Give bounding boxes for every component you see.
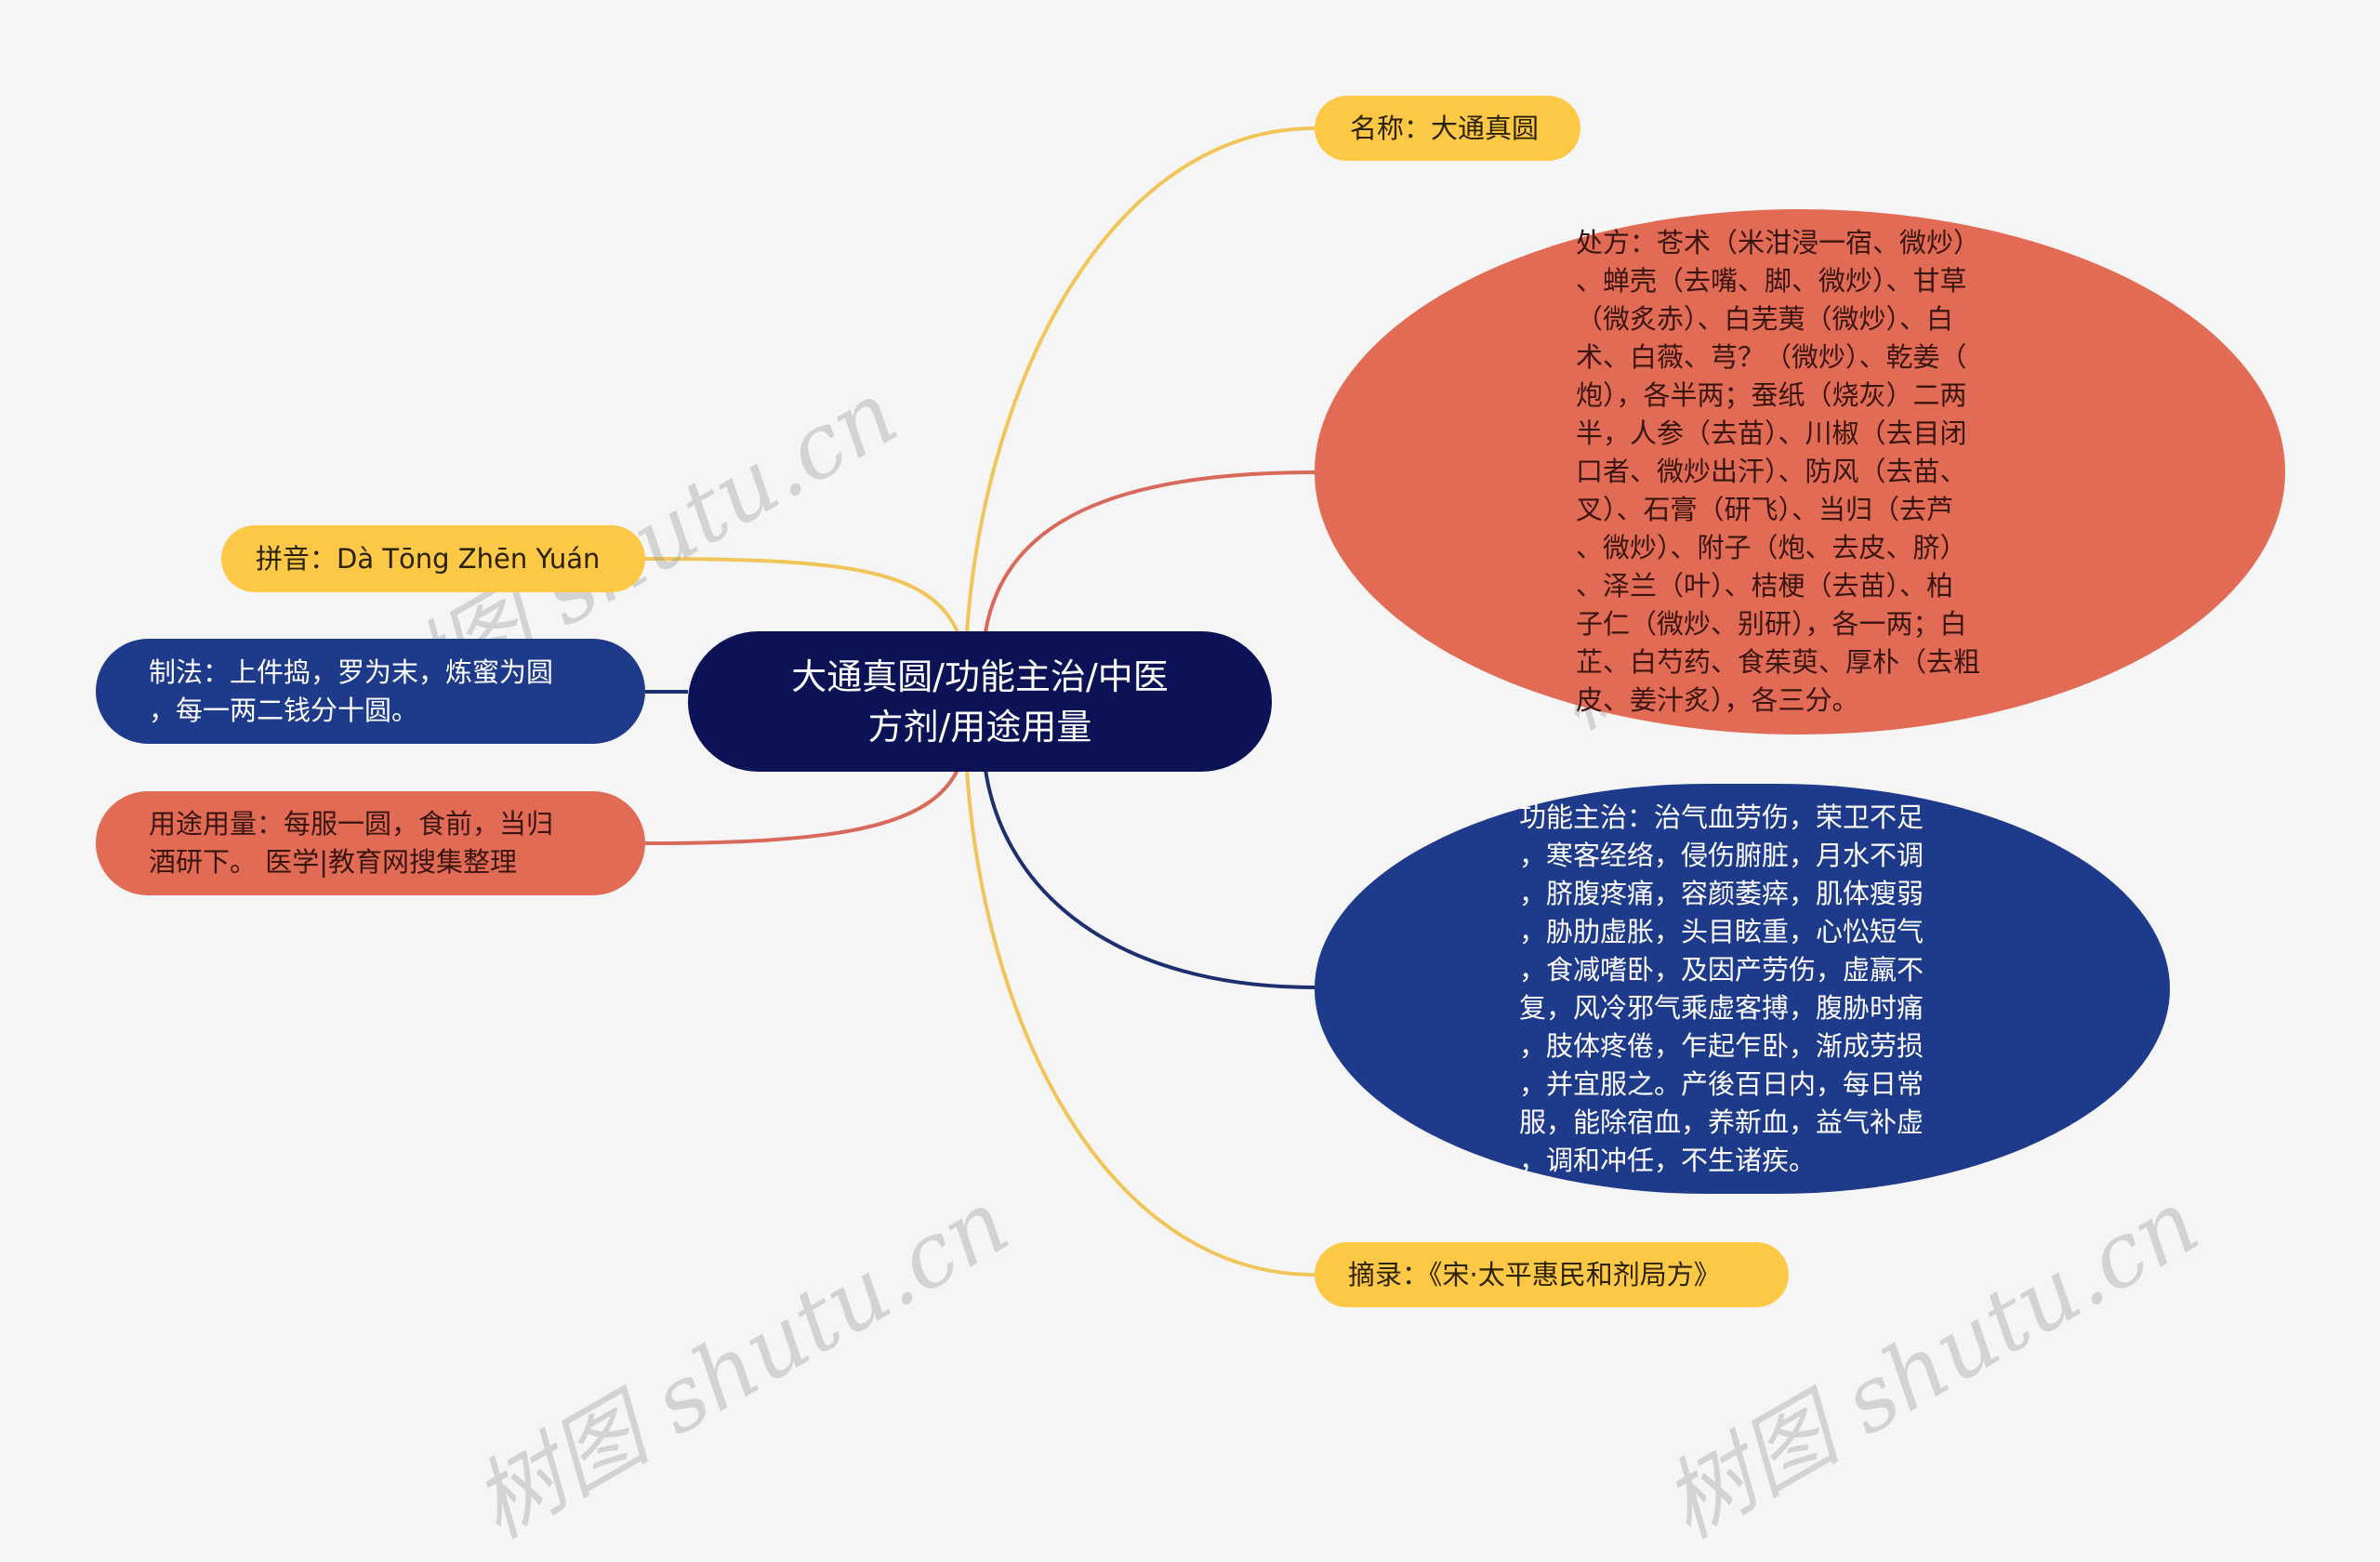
node-pinyin-label: 拼音：Dà Tōng Zhēn Yuán [256,542,601,575]
node-usage[interactable]: 用途用量：每服一圆，食前，当归 酒研下。 医学|教育网搜集整理 [96,791,645,895]
link-prescription [984,470,1316,633]
link-function [984,769,1316,989]
node-function[interactable]: 功能主治：治气血劳伤，荣卫不足 ，寒客经络，侵伤腑脏，月水不调 ，脐腹疼痛，容颜… [1315,784,2170,1194]
link-name [965,126,1316,633]
node-prescription[interactable]: 处方：苍术（米泔浸一宿、微炒） 、蝉壳（去嘴、脚、微炒）、甘草 （微炙赤）、白芜… [1315,209,2285,735]
node-name[interactable]: 名称：大通真圆 [1315,96,1580,161]
node-prescription-label: 处方：苍术（米泔浸一宿、微炒） 、蝉壳（去嘴、脚、微炒）、甘草 （微炙赤）、白芜… [1576,227,1981,716]
node-method-label: 制法：上件捣，罗为末，炼蜜为圆 ，每一两二钱分十圆。 [149,655,554,726]
connector-lines [644,126,1316,1277]
node-usage-label: 用途用量：每服一圆，食前，当归 酒研下。 医学|教育网搜集整理 [149,808,554,878]
node-function-label: 功能主治：治气血劳伤，荣卫不足 ，寒客经络，侵伤腑脏，月水不调 ，脐腹疼痛，容颜… [1519,801,1924,1176]
node-source[interactable]: 摘录：《宋·太平惠民和剂局方》 [1315,1242,1789,1307]
node-source-label: 摘录：《宋·太平惠民和剂局方》 [1348,1258,1721,1291]
node-method[interactable]: 制法：上件捣，罗为末，炼蜜为圆 ，每一两二钱分十圆。 [96,639,645,744]
node-pinyin[interactable]: 拼音：Dà Tōng Zhēn Yuán [221,525,645,592]
node-name-label: 名称：大通真圆 [1350,112,1540,144]
link-pinyin [644,557,959,633]
central-topic-label: 大通真圆/功能主治/中医 方剂/用途用量 [791,655,1169,748]
central-topic-node[interactable]: 大通真圆/功能主治/中医 方剂/用途用量 [688,631,1272,772]
link-source [965,769,1316,1277]
link-usage [644,769,959,845]
